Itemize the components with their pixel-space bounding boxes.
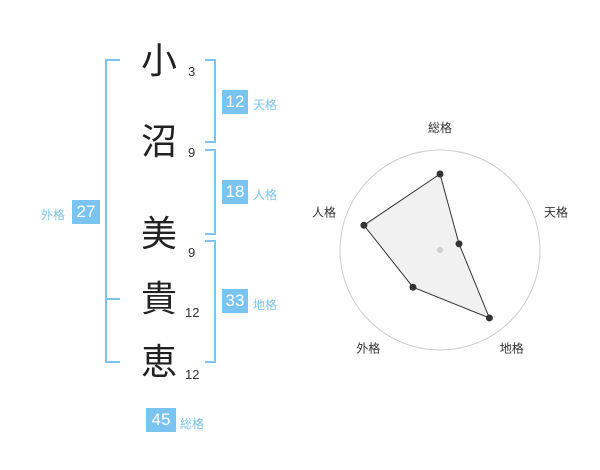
stroke-count-1: 3 — [188, 64, 196, 79]
jinkaku-label: 人格 — [253, 188, 278, 202]
gaikaku-label: 外格 — [41, 208, 66, 222]
radar-point-1 — [455, 240, 463, 248]
radar-center-dot — [437, 247, 443, 253]
radar-axis-label-0: 総格 — [428, 120, 452, 135]
soukaku-value: 45 — [146, 408, 176, 432]
stroke-count-5: 12 — [185, 367, 200, 382]
chikaku-bracket — [205, 240, 216, 363]
chikaku-label: 地格 — [253, 298, 278, 312]
radar-point-2 — [485, 314, 493, 322]
radar-data-polygon — [363, 173, 491, 319]
radar-axis-label-4: 人格 — [312, 204, 336, 219]
tenkaku-bracket — [205, 59, 216, 143]
radar-axis-label-3: 外格 — [356, 341, 380, 356]
stroke-count-3: 9 — [188, 245, 196, 260]
name-char-1: 小 — [141, 41, 178, 82]
tenkaku-value: 12 — [222, 90, 248, 114]
stroke-count-4: 12 — [185, 305, 200, 320]
name-char-2: 沼 — [141, 122, 178, 163]
stroke-count-2: 9 — [188, 145, 196, 160]
tenkaku-label: 天格 — [253, 98, 278, 112]
name-char-5: 恵 — [141, 342, 178, 383]
name-char-3: 美 — [141, 214, 178, 255]
radar-axis-label-2: 地格 — [500, 341, 524, 356]
jinkaku-value: 18 — [222, 180, 248, 204]
gaikaku-value: 27 — [72, 200, 100, 224]
chikaku-value: 33 — [222, 289, 248, 313]
gaikaku-bracket-tick — [105, 298, 120, 300]
jinkaku-bracket — [205, 149, 216, 235]
radar-axis-label-1: 天格 — [544, 204, 568, 219]
radar-point-0 — [436, 170, 444, 178]
gaikaku-bracket — [105, 59, 120, 363]
radar-point-3 — [409, 283, 417, 291]
soukaku-label: 総格 — [180, 417, 205, 431]
name-char-4: 貴 — [141, 279, 178, 320]
radar-point-4 — [360, 221, 368, 229]
